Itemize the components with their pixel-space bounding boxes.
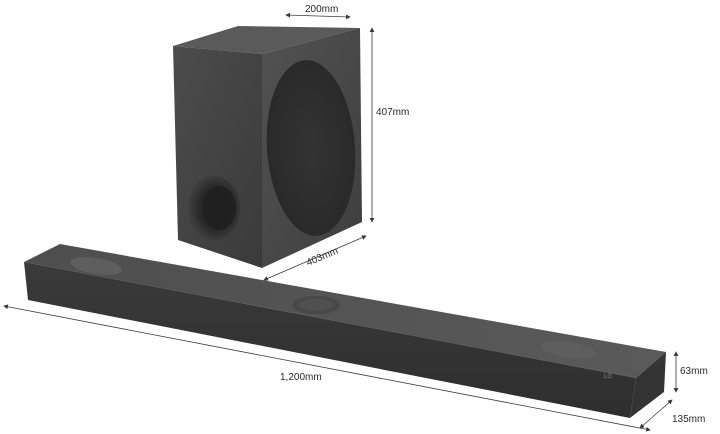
label-soundbar-height: 63mm [680,366,708,377]
label-soundbar-depth: 135mm [672,414,705,425]
dimension-soundbar-depth: 135mm [639,399,705,429]
soundbar-center-driver-inner [299,299,333,311]
dimension-soundbar-width: 1,200mm [3,304,651,432]
label-subwoofer-depth: 200mm [305,4,338,15]
label-subwoofer-height: 407mm [376,107,409,118]
subwoofer-top-face [173,26,360,54]
subwoofer [173,26,362,268]
subwoofer-driver [266,60,356,236]
label-subwoofer-width: 403mm [305,246,340,269]
soundbar: LG [24,244,666,418]
label-soundbar-width: 1,200mm [280,372,322,383]
soundbar-left-upfiring-driver [70,257,122,275]
subwoofer-port-inner [202,186,236,230]
dimension-subwoofer-height: 407mm [369,27,409,223]
brand-logo: LG [604,374,612,380]
dimension-soundbar-height: 63mm [673,351,708,393]
dimension-subwoofer-depth: 200mm [285,4,351,20]
